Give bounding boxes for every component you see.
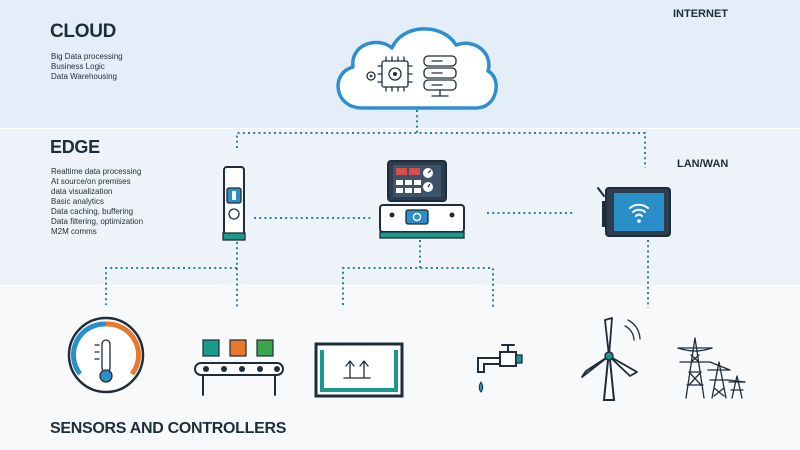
edge-tier-capabilities: Realtime data processing At source/on pr… [51,167,143,237]
internet-label: INTERNET [673,8,728,20]
processor-gear-icon [366,56,413,92]
list-item: Realtime data processing [51,167,142,176]
list-item: Big Data processing [51,52,123,61]
cloud-tier-capabilities: Big Data processing Business Logic Data … [51,52,123,82]
connector-edge-gauge [105,242,238,305]
power-pylon-icon [677,337,746,399]
cloud-icon [336,27,498,110]
cloud-tier-title: CLOUD [50,21,117,42]
control-panel-icon [379,160,465,239]
list-item: Data caching, buffering [51,207,134,216]
list-item: Basic analytics [51,197,104,206]
list-item: Data Warehousing [51,72,117,81]
sensors-tier-title: SENSORS AND CONTROLLERS [50,420,287,437]
container-box-icon [314,342,404,398]
lan-wan-label: LAN/WAN [677,158,729,170]
tier-divider [0,128,800,129]
connector-lines [105,110,649,308]
conveyor-belt-icon [194,339,284,396]
edge-gateway-icon [222,166,246,241]
wind-turbine-icon [581,317,641,401]
tier-divider [0,285,800,286]
water-faucet-icon [477,344,523,393]
list-item: data visualization [51,187,113,196]
connector-cloud-edge [236,110,646,168]
list-item: M2M comms [51,227,97,236]
edge-tier-title: EDGE [50,137,100,157]
list-item: At source/on premises [51,177,131,186]
wifi-router-icon [597,187,671,237]
list-item: Business Logic [51,62,105,71]
server-stack-icon [423,55,457,97]
gauge-icon [67,316,145,394]
connector-control-sensors [342,240,494,308]
list-item: Data filtering, optimization [51,217,144,226]
